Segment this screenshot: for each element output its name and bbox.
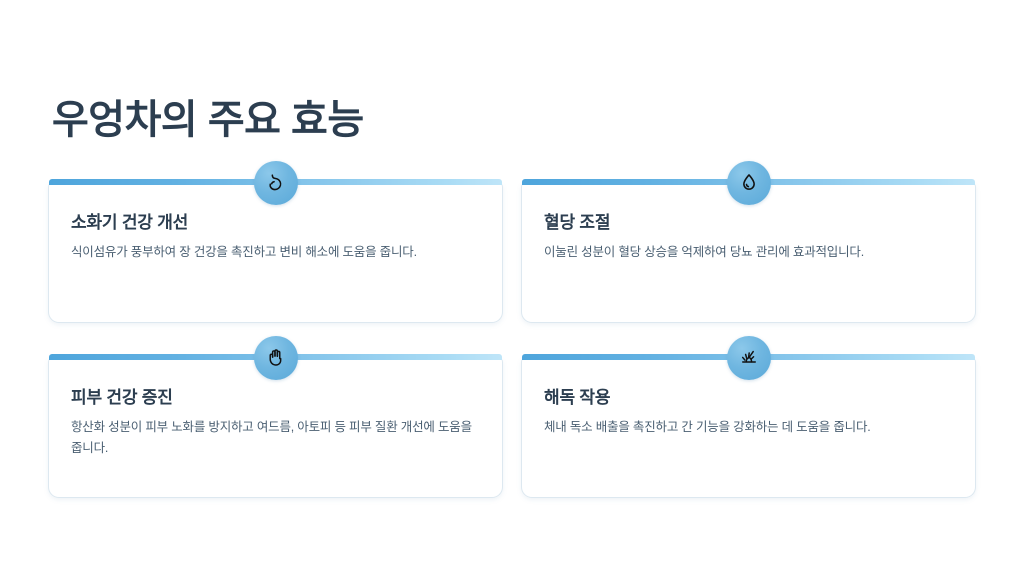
card-description: 식이섬유가 풍부하여 장 건강을 촉진하고 변비 해소에 도움을 줍니다. [71, 245, 417, 260]
benefit-card-blood-sugar[interactable]: 혈당 조절 이눌린 성분이 혈당 상승을 억제하여 당뇨 관리에 효과적입니다. [521, 161, 976, 323]
card-description: 체내 독소 배출을 촉진하고 간 기능을 강화하는 데 도움을 줍니다. [544, 420, 871, 435]
card-description: 이눌린 성분이 혈당 상승을 억제하여 당뇨 관리에 효과적입니다. [544, 245, 864, 260]
benefit-card-detox[interactable]: 해독 작용 체내 독소 배출을 촉진하고 간 기능을 강화하는 데 도움을 줍니… [521, 336, 976, 498]
card-title: 혈당 조절 [544, 213, 611, 232]
page-title: 우엉차의 주요 효능 [52, 97, 364, 142]
benefit-card-skin-health[interactable]: 피부 건강 증진 항산화 성분이 피부 노화를 방지하고 여드름, 아토피 등 … [48, 336, 503, 498]
benefits-card-grid: 소화기 건강 개선 식이섬유가 풍부하여 장 건강을 촉진하고 변비 해소에 도… [48, 161, 976, 498]
card-title: 소화기 건강 개선 [71, 213, 189, 232]
card-title: 피부 건강 증진 [71, 388, 173, 407]
stomach-icon [253, 161, 298, 205]
benefit-card-digestion[interactable]: 소화기 건강 개선 식이섬유가 풍부하여 장 건강을 촉진하고 변비 해소에 도… [48, 161, 503, 323]
card-title: 해독 작용 [544, 388, 611, 407]
hand-palm-icon [253, 336, 298, 380]
card-description: 항산화 성분이 피부 노화를 방지하고 여드름, 아토피 등 피부 질환 개선에… [71, 420, 472, 456]
water-drop-icon [726, 161, 771, 205]
splash-burst-icon [726, 336, 771, 380]
